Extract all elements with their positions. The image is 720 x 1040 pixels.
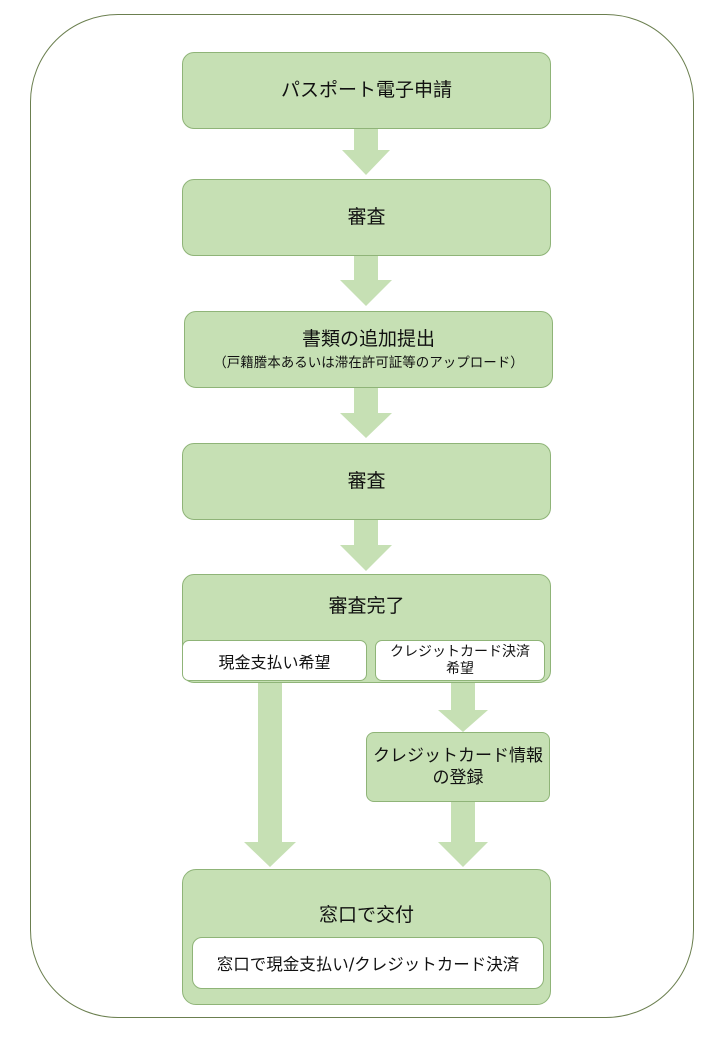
step-label: 書類の追加提出 bbox=[301, 328, 435, 350]
step-note: （戸籍謄本あるいは滞在許可証等のアップロード） bbox=[213, 354, 524, 371]
step-review-2: 審査 bbox=[182, 443, 551, 520]
step-label: 窓口で交付 bbox=[318, 904, 414, 926]
step-label: 審査 bbox=[347, 206, 386, 229]
step-electronic-application: パスポート電子申請 bbox=[182, 52, 551, 129]
outer-frame bbox=[30, 14, 694, 1018]
step-label-line2: の登録 bbox=[432, 768, 484, 788]
arrow-review-to-additional bbox=[340, 256, 392, 306]
payment-label: 窓口で現金支払い/クレジットカード決済 bbox=[216, 955, 520, 974]
step-card-registration: クレジットカード情報 の登録 bbox=[366, 732, 550, 802]
step-label-line1: クレジットカード情報 bbox=[373, 745, 543, 766]
step-label: 審査 bbox=[347, 470, 386, 493]
arrow-additional-to-review bbox=[340, 388, 392, 438]
step-label: パスポート電子申請 bbox=[280, 79, 452, 102]
option-label-line1: クレジットカード決済 bbox=[390, 644, 530, 661]
option-label: 現金支払い希望 bbox=[218, 652, 331, 672]
arrow-card-to-register bbox=[438, 682, 488, 732]
arrow-apply-to-review bbox=[342, 129, 390, 175]
counter-payment-note: 窓口で現金支払い/クレジットカード決済 bbox=[192, 937, 544, 989]
arrow-cash-to-issue bbox=[244, 682, 296, 867]
option-cash-payment: 現金支払い希望 bbox=[182, 640, 367, 681]
arrow-register-to-issue bbox=[438, 802, 488, 867]
step-label: 審査完了 bbox=[328, 595, 405, 617]
step-review-1: 審査 bbox=[182, 179, 551, 256]
arrow-review-to-complete bbox=[340, 520, 392, 571]
step-additional-documents: 書類の追加提出 （戸籍謄本あるいは滞在許可証等のアップロード） bbox=[184, 311, 553, 388]
option-card-payment: クレジットカード決済 希望 bbox=[375, 640, 545, 681]
option-label-line2: 希望 bbox=[446, 660, 474, 677]
